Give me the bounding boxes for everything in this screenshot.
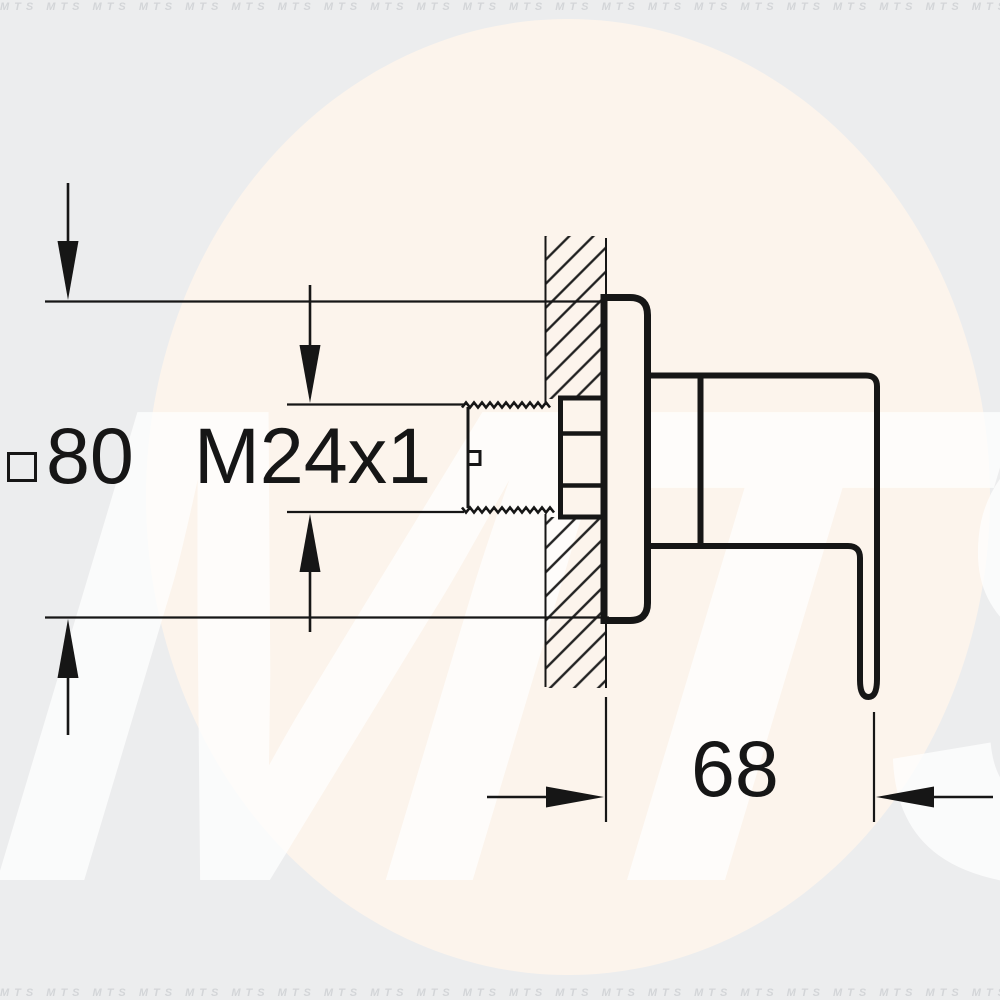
dim80-arrowhead-top [57,241,79,300]
dim68-arrowhead-left [546,786,604,808]
watermark-tile-strip-top: MTS MTS MTS MTS MTS MTS MTS MTS MTS MTS … [0,1,1000,13]
dim68-arrowhead-right [876,786,934,808]
valve-body-handle-outline [648,372,880,700]
pipe-keyway-notch [468,450,482,466]
thread-profile-bottom [460,505,556,515]
depth-dimension-value: 68 [691,724,779,813]
mounting-nut [558,395,607,520]
dim80-arrowhead-bottom [57,619,79,678]
thread-profile-top [460,400,552,410]
watermark-tile-strip-bottom: MTS MTS MTS MTS MTS MTS MTS MTS MTS MTS … [0,987,1000,999]
wall-hatch-lower [545,517,606,688]
m24-arrowhead-down [299,345,321,403]
plate-dimension-value: 80 [46,411,134,500]
escutcheon-plate [600,294,651,624]
square-symbol-icon [7,452,37,482]
thread-spec-label: M24x1 [194,411,432,500]
wall-hatch-upper [545,236,606,399]
m24-arrowhead-up [299,514,321,572]
